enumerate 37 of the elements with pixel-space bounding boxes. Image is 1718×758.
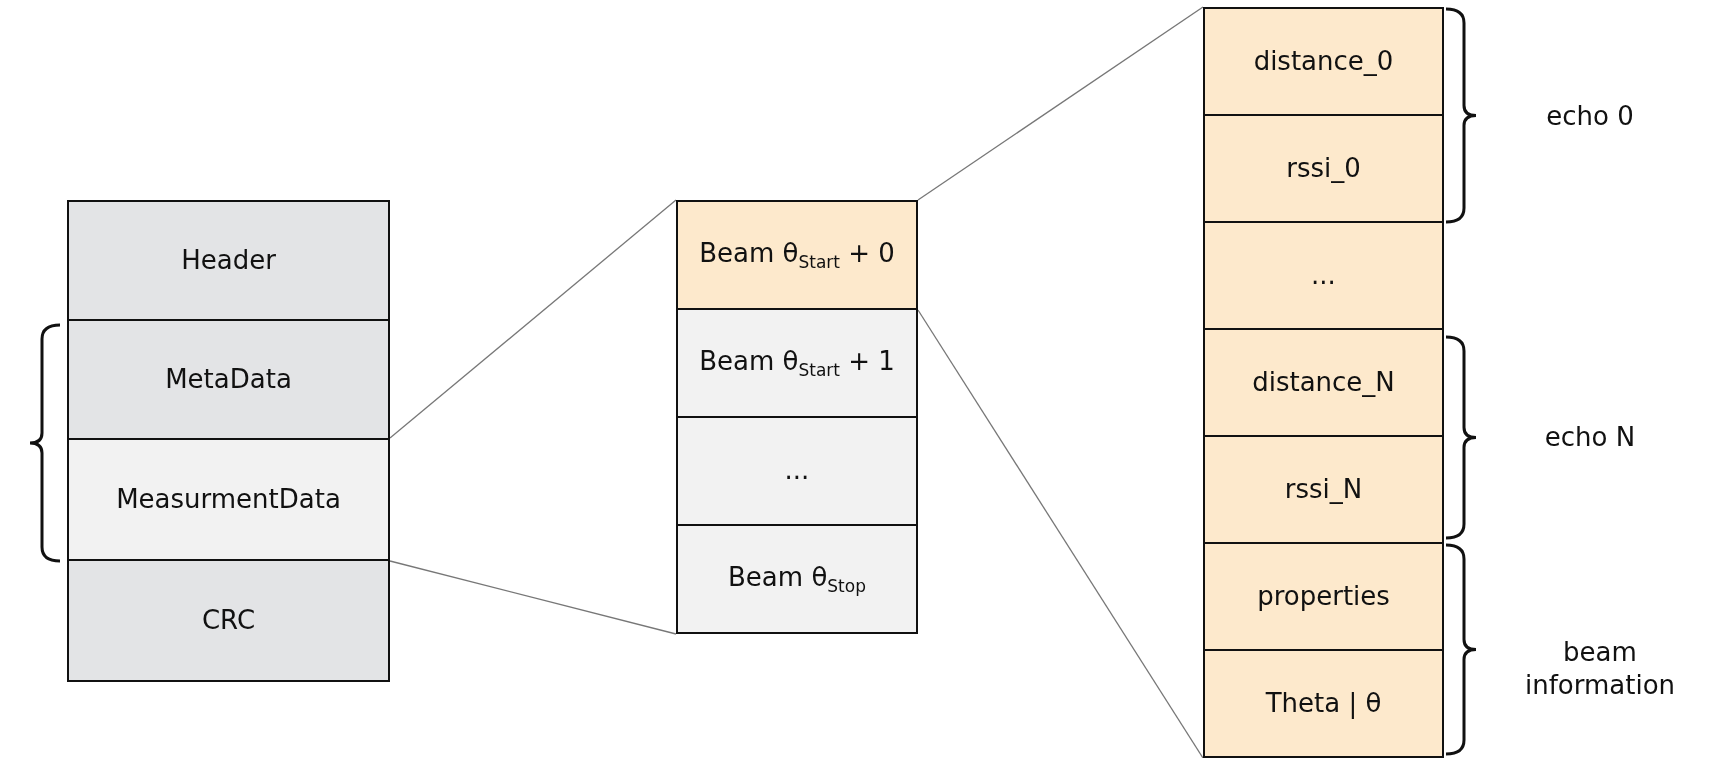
field-label: Beam θ$_{Start}$ + 1 [699, 345, 895, 381]
field-label: ... [1311, 259, 1336, 292]
field-cell [67, 200, 390, 321]
field-label: MetaData [165, 363, 292, 396]
field-cell [1203, 649, 1444, 758]
zoom-line [389, 199, 677, 439]
field-cell [67, 319, 390, 440]
zoom-line [917, 6, 1204, 201]
field-cell [676, 524, 918, 634]
field-label: rssi_N [1284, 473, 1363, 506]
field-label: properties [1257, 580, 1390, 613]
field-cell [67, 438, 390, 561]
field-cell [1203, 435, 1444, 544]
zoom-line [917, 309, 1204, 758]
field-label: MeasurmentData [116, 483, 341, 516]
field-cell [1203, 328, 1444, 437]
group-label: echo 0 [1545, 99, 1635, 133]
field-label: CRC [201, 604, 256, 637]
field-cell [67, 559, 390, 682]
field-label: rssi_0 [1286, 152, 1361, 185]
field-label: Header [181, 244, 276, 277]
field-cell [1203, 114, 1444, 223]
field-label: Beam θ$_{Stop}$ [728, 561, 866, 597]
field-label: ... [784, 455, 810, 487]
zoom-line [389, 560, 677, 635]
field-cell [1203, 542, 1444, 651]
field-cell [1203, 7, 1444, 116]
field-cell [1203, 221, 1444, 330]
field-cell [676, 308, 918, 418]
field-label: distance_N [1252, 366, 1395, 399]
field-label: Beam θ$_{Start}$ + 0 [699, 237, 895, 273]
field-cell [676, 416, 918, 526]
field-label: Theta | θ [1265, 687, 1382, 720]
field-label: distance_0 [1253, 45, 1394, 78]
field-cell [676, 200, 918, 310]
group-label: beam information [1523, 635, 1677, 701]
group-label: echo N [1543, 420, 1637, 454]
